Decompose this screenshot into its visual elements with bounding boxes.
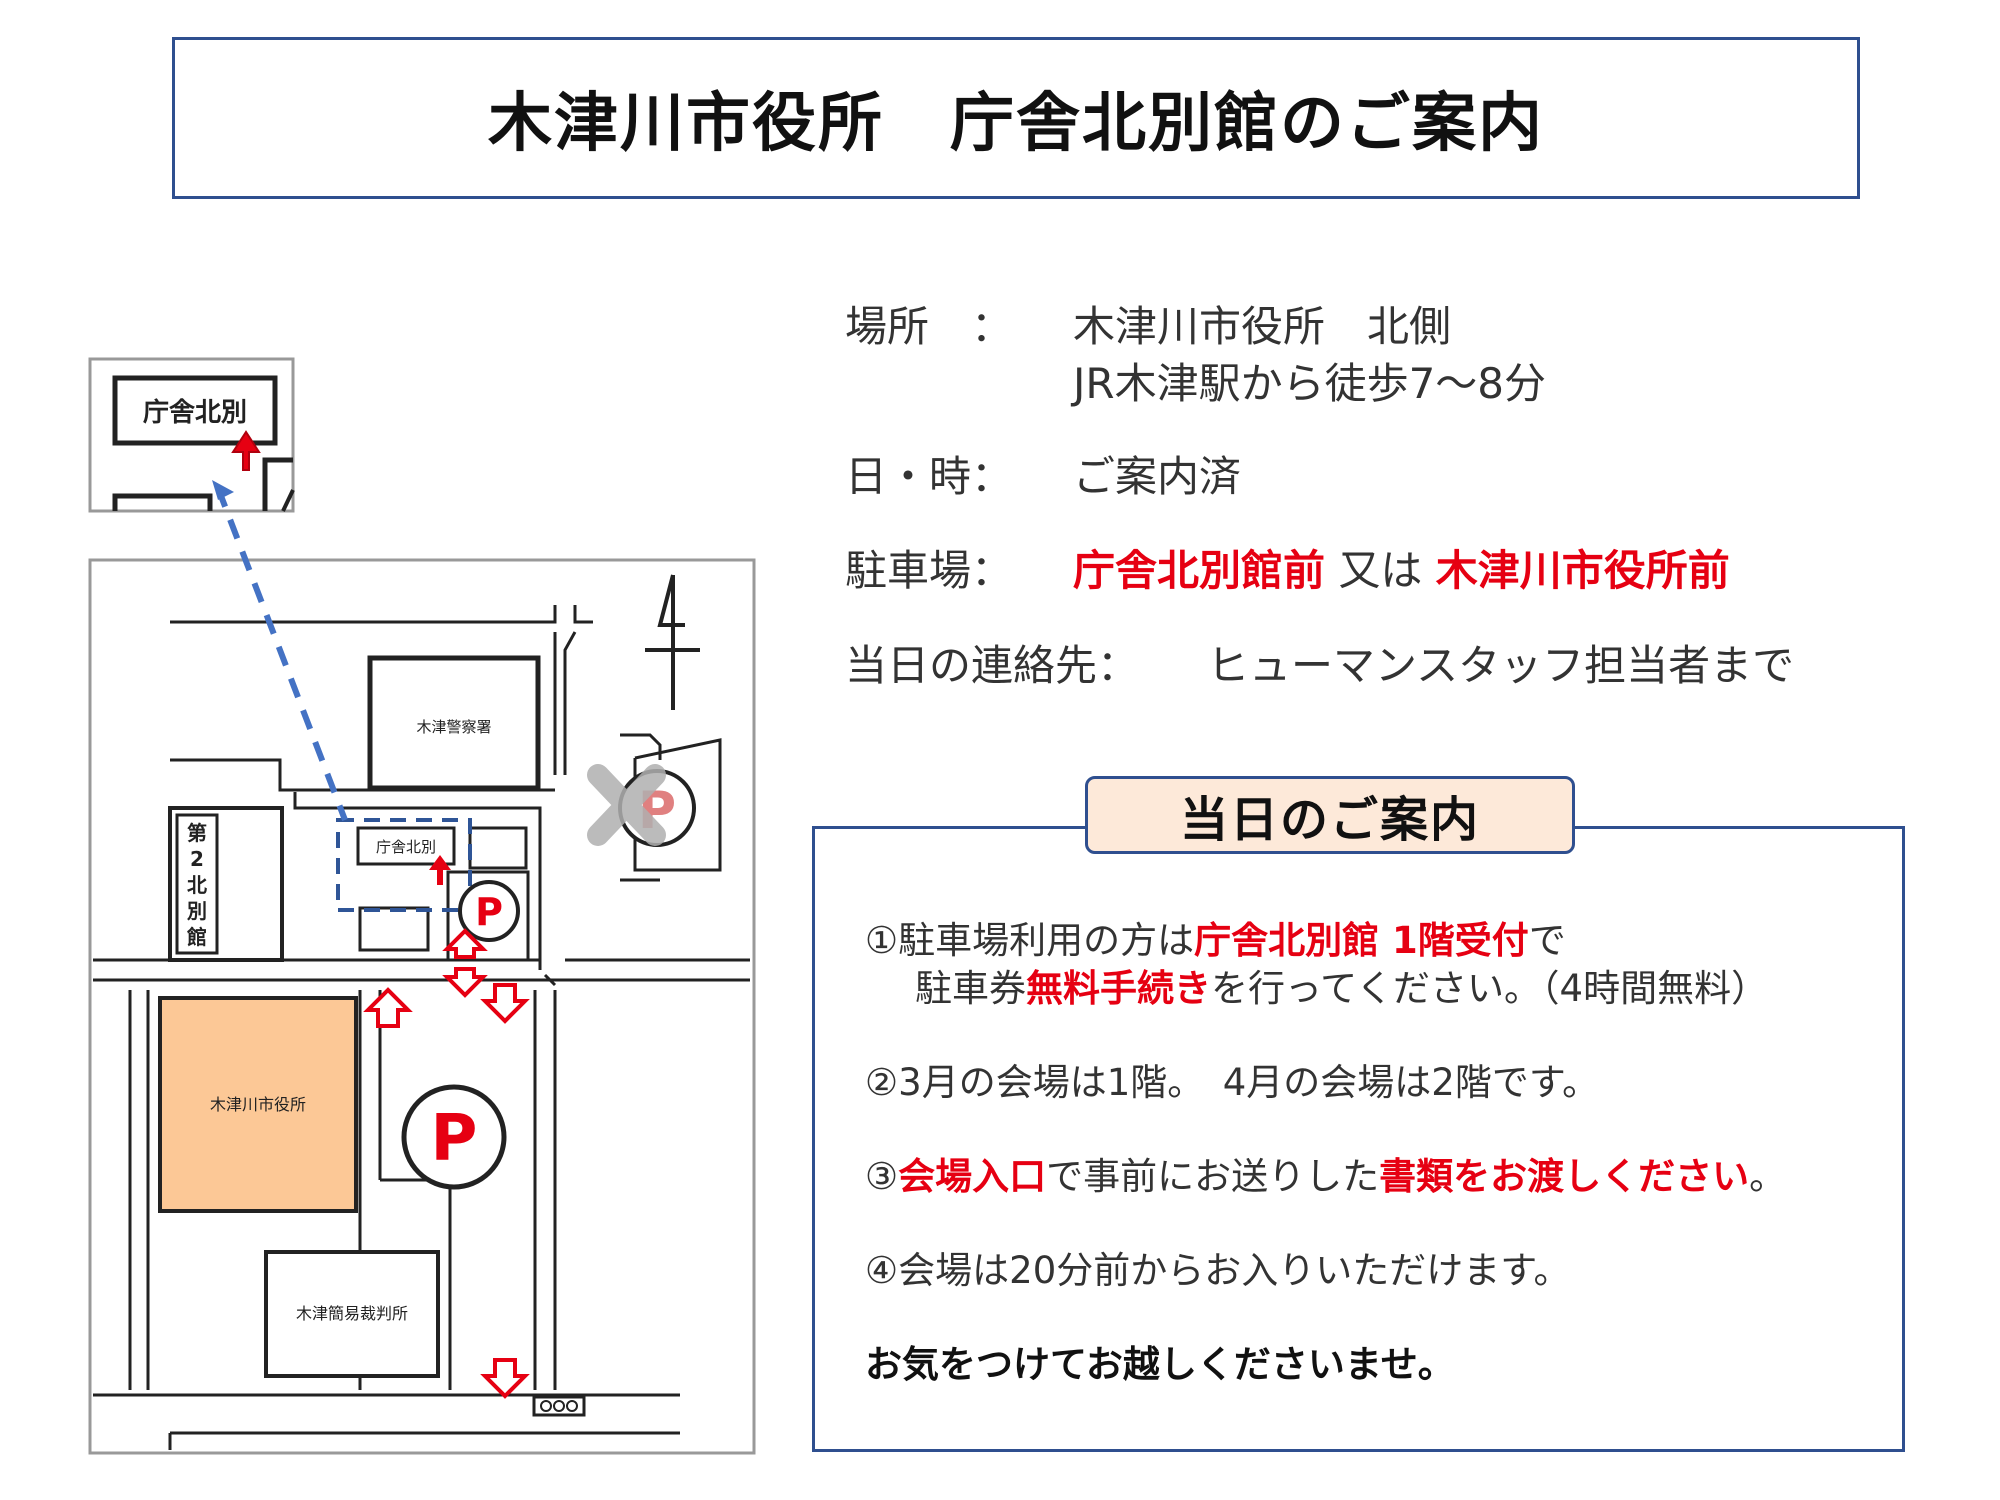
location-row: 場所 ： 木津川市役所 北側: [845, 293, 1451, 440]
guide-item1-b: 庁舎北別館 1階受付: [1194, 919, 1529, 962]
north-arrow-icon: [645, 574, 700, 710]
datetime-value: ご案内済: [1073, 452, 1242, 501]
parking-label: 駐車場：: [845, 546, 1014, 595]
city-hall-parking-symbol: P: [431, 1102, 478, 1176]
annex-parking-symbol: P: [475, 890, 503, 934]
guide-item3-e: 。: [1749, 1155, 1787, 1198]
guide-item3-d: 書類をお渡しください: [1379, 1155, 1750, 1198]
second-annex-char-2: 2: [190, 847, 204, 871]
guide-item1-e: 無料手続き: [1026, 967, 1211, 1010]
second-annex-char-1: 第: [187, 821, 207, 845]
guide-heading: 当日のご案内: [1179, 792, 1480, 848]
second-annex-char-3: 北: [187, 873, 207, 897]
second-annex-char-5: 館: [187, 925, 207, 949]
court-label: 木津簡易裁判所: [296, 1304, 408, 1323]
annex-entrance-arrow-icon: [429, 855, 451, 885]
location-line1: 木津川市役所 北側: [1073, 302, 1452, 351]
guide-item3-a: ③: [865, 1155, 899, 1198]
contact-label: 当日の連絡先：: [845, 641, 1140, 690]
bidirectional-arrow-icon: [442, 928, 488, 998]
guide-closing: お気をつけてお越しくださいませ。: [865, 1343, 1455, 1386]
datetime-row: 日・時： ご案内済: [845, 443, 1241, 590]
inset-annex-label: 庁舎北別: [143, 397, 247, 428]
closed-parking-icon: P: [587, 764, 696, 847]
location-row-2: JR木津駅から徒歩7～8分: [845, 350, 1546, 448]
guide-item-1-line1: ①駐車場利用の方は庁舎北別館 1階受付で: [865, 910, 1566, 964]
guide-tab: 当日のご案内: [1085, 776, 1575, 854]
guide-item-1-line2: 駐車券無料手続きを行ってください。（4時間無料）: [915, 958, 1768, 1012]
guide-item-4: ④会場は20分前からお入りいただけます。: [865, 1249, 1571, 1292]
parking-value: 庁舎北別館前 又は 木津川市役所前: [1073, 537, 1730, 598]
annex-highlight: [336, 818, 472, 912]
guide-item-3: ③会場入口で事前にお送りした書類をお渡しください。: [865, 1146, 1786, 1200]
contact-value: ヒューマンスタッフ担当者まで: [1207, 641, 1795, 690]
city-hall-parking-icon: P: [401, 1084, 507, 1190]
parking-row: 駐車場： 庁舎北別館前 又は 木津川市役所前: [845, 537, 1730, 684]
city-hall-label: 木津川市役所: [210, 1095, 306, 1114]
second-annex-char-4: 別: [187, 899, 207, 923]
police-station: [367, 655, 541, 791]
annex-parking-icon: P: [458, 880, 520, 942]
contact-row: 当日の連絡先： ヒューマンスタッフ担当者まで: [845, 632, 1794, 779]
parking-option-cityhall: 木津川市役所前: [1435, 546, 1730, 595]
main-map: 木津警察署 第 2 北 別 館 庁舎北別 P P 木津川市役所: [88, 558, 756, 1455]
traffic-signal-icon: [532, 1395, 586, 1417]
guide-item1-d: 駐車券: [915, 967, 1026, 1010]
parking-option-annex: 庁舎北別館前: [1073, 546, 1326, 595]
parking-entrance-arrows: [366, 928, 527, 1398]
location-label: 場所 ：: [845, 302, 1014, 351]
title-box: 木津川市役所 庁舎北別館のご案内: [172, 37, 1860, 199]
datetime-label: 日・時：: [845, 452, 1014, 501]
north-annex-label: 庁舎北別: [376, 838, 436, 856]
guide-item-2: ②3月の会場は1階。 4月の会場は2階です。: [865, 1061, 1600, 1104]
police-label: 木津警察署: [416, 718, 491, 736]
guide-item3-c: で事前にお送りした: [1046, 1155, 1380, 1198]
page-title: 木津川市役所 庁舎北別館のご案内: [488, 87, 1544, 161]
parking-or: 又は: [1325, 546, 1436, 595]
guide-item1-c: で: [1528, 919, 1566, 962]
inset-connector-arrowhead-icon: [212, 480, 234, 500]
court-building: [264, 1250, 440, 1378]
city-hall-building: [158, 996, 358, 1213]
inset-map: 庁舎北別: [88, 357, 295, 513]
guide-item3-b: 会場入口: [898, 1155, 1047, 1198]
guide-item1-a: ①駐車場利用の方は: [865, 919, 1195, 962]
inset-connector-line: [215, 486, 348, 822]
guide-item1-f: を行ってください。（4時間無料）: [1211, 967, 1769, 1010]
inset-entrance-arrow-icon: [231, 430, 261, 471]
location-line2: JR木津駅から徒歩7～8分: [1073, 359, 1547, 408]
